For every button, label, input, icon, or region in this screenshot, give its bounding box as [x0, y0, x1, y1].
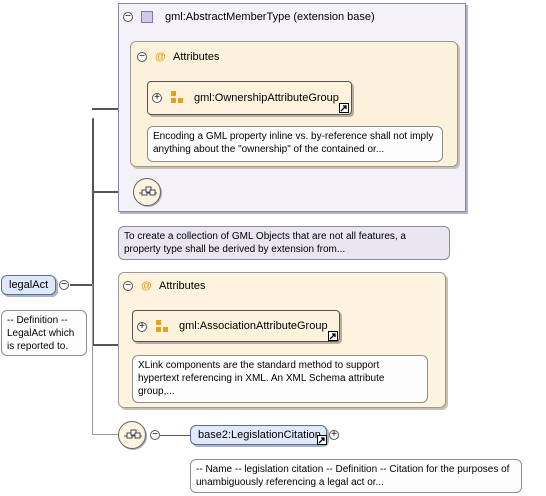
child-expand-icon[interactable]: + [329, 430, 339, 440]
root-element-legalact[interactable]: legalAct [1, 275, 56, 295]
extension-documentation: To create a collection of GML Objects th… [118, 226, 450, 260]
extension-attributes-collapse-icon[interactable]: − [137, 52, 147, 62]
ownership-attribute-group-label: gml:OwnershipAttributeGroup [194, 92, 339, 104]
connector-to-sequence-top [92, 191, 132, 193]
association-arrow-link-icon[interactable] [328, 331, 338, 341]
attributes-group: − @ Attributes + gml:AssociationAttribut… [118, 272, 446, 408]
complex-type-icon [141, 11, 153, 23]
connector-to-association [92, 344, 132, 346]
arrow-link-icon[interactable] [339, 103, 349, 113]
extension-base-group: − gml:AbstractMemberType (extension base… [118, 3, 466, 212]
connector-to-sequence-bottom-h [92, 434, 118, 435]
attributes-collapse-icon[interactable]: − [123, 281, 133, 291]
association-attribute-group-icon [156, 320, 170, 334]
ownership-attribute-group[interactable]: + gml:OwnershipAttributeGroup [147, 81, 352, 115]
extension-attributes-label: Attributes [173, 51, 220, 63]
ownership-expand-icon[interactable]: + [152, 93, 162, 103]
extension-collapse-icon[interactable]: − [123, 12, 133, 22]
association-documentation: XLink components are the standard method… [132, 355, 428, 403]
association-attribute-group[interactable]: + gml:AssociationAttributeGroup [132, 310, 340, 342]
root-element-label: legalAct [9, 279, 49, 291]
connector-seq-to-child [160, 435, 190, 436]
connector-to-sequence-bottom [92, 284, 93, 434]
association-expand-icon[interactable]: + [137, 322, 147, 332]
attributes-label: Attributes [159, 280, 206, 292]
extension-title: gml:AbstractMemberType (extension base) [165, 11, 375, 23]
child-element-legislationcitation[interactable]: base2:LegislationCitation [190, 425, 327, 445]
sequence-collapse-icon[interactable]: − [150, 430, 160, 440]
child-documentation: -- Name -- legislation citation -- Defin… [190, 459, 522, 493]
attribute-group-icon [171, 91, 185, 105]
sequence-compositor-icon[interactable] [133, 178, 161, 206]
extension-attributes-group: − @ Attributes + gml:OwnershipAttributeG… [130, 41, 458, 167]
attributes-at-sign-icon: @ [141, 280, 152, 292]
connector-trunk [92, 118, 94, 346]
root-documentation: -- Definition -- LegalAct which is repor… [1, 310, 87, 356]
root-collapse-icon[interactable]: − [59, 280, 69, 290]
ownership-documentation: Encoding a GML property inline vs. by-re… [147, 126, 443, 162]
sequence-compositor-bottom-icon[interactable] [118, 421, 146, 449]
at-sign-icon: @ [155, 51, 166, 63]
association-attribute-group-label: gml:AssociationAttributeGroup [179, 320, 328, 332]
connector-root [70, 284, 94, 286]
child-arrow-link-icon[interactable] [317, 435, 327, 445]
child-element-label: base2:LegislationCitation [198, 429, 321, 441]
